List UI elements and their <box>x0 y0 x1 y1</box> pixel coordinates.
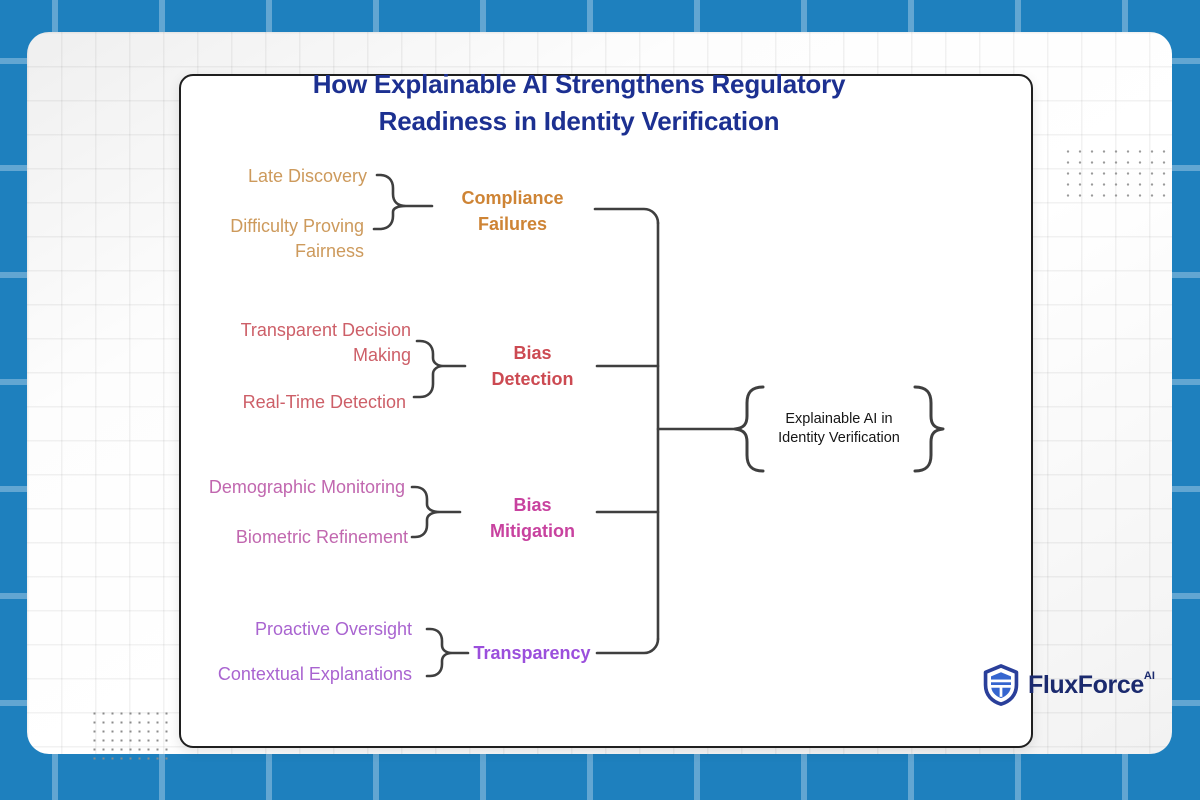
leaf-late-discovery: Late Discovery <box>247 166 367 186</box>
center-node-line2: Identity Verification <box>778 430 900 446</box>
brand-name: FluxForceAI <box>1028 670 1155 700</box>
leaf-proactive-oversight: Proactive Oversight <box>254 619 412 639</box>
brand-logo: FluxForceAI <box>981 663 1155 707</box>
dot-pattern-bottom-left <box>90 709 172 762</box>
category-bias-detection: Bias Detection <box>491 343 574 389</box>
center-node-line1: Explainable AI in <box>785 411 893 427</box>
center-node-label: Explainable AI in Identity Verification <box>739 410 939 448</box>
category-compliance-failures: Compliance Failures <box>461 188 564 234</box>
dot-pattern-top-right <box>1062 146 1172 201</box>
category-transparency: Transparency <box>473 643 591 663</box>
brand-ai-superscript: AI <box>1143 670 1155 682</box>
shield-icon <box>983 664 1019 706</box>
brand-name-text: FluxForce <box>1028 671 1144 699</box>
leaf-difficulty-proving-fairness: Difficulty Proving Fairness <box>230 216 364 261</box>
leaf-real-time-detection: Real-Time Detection <box>242 392 406 412</box>
category-bias-mitigation: Bias Mitigation <box>490 495 575 541</box>
outer-card <box>27 32 1172 762</box>
page-title: How Explainable AI Strengthens Regulator… <box>312 69 846 136</box>
diagram-card <box>179 74 1033 748</box>
leaf-transparent-decision-making: Transparent Decision Making <box>240 320 411 365</box>
leaf-biometric-refinement: Biometric Refinement <box>235 527 408 547</box>
leaf-contextual-explanations: Contextual Explanations <box>217 664 412 684</box>
leaf-demographic-monitoring: Demographic Monitoring <box>208 477 405 497</box>
